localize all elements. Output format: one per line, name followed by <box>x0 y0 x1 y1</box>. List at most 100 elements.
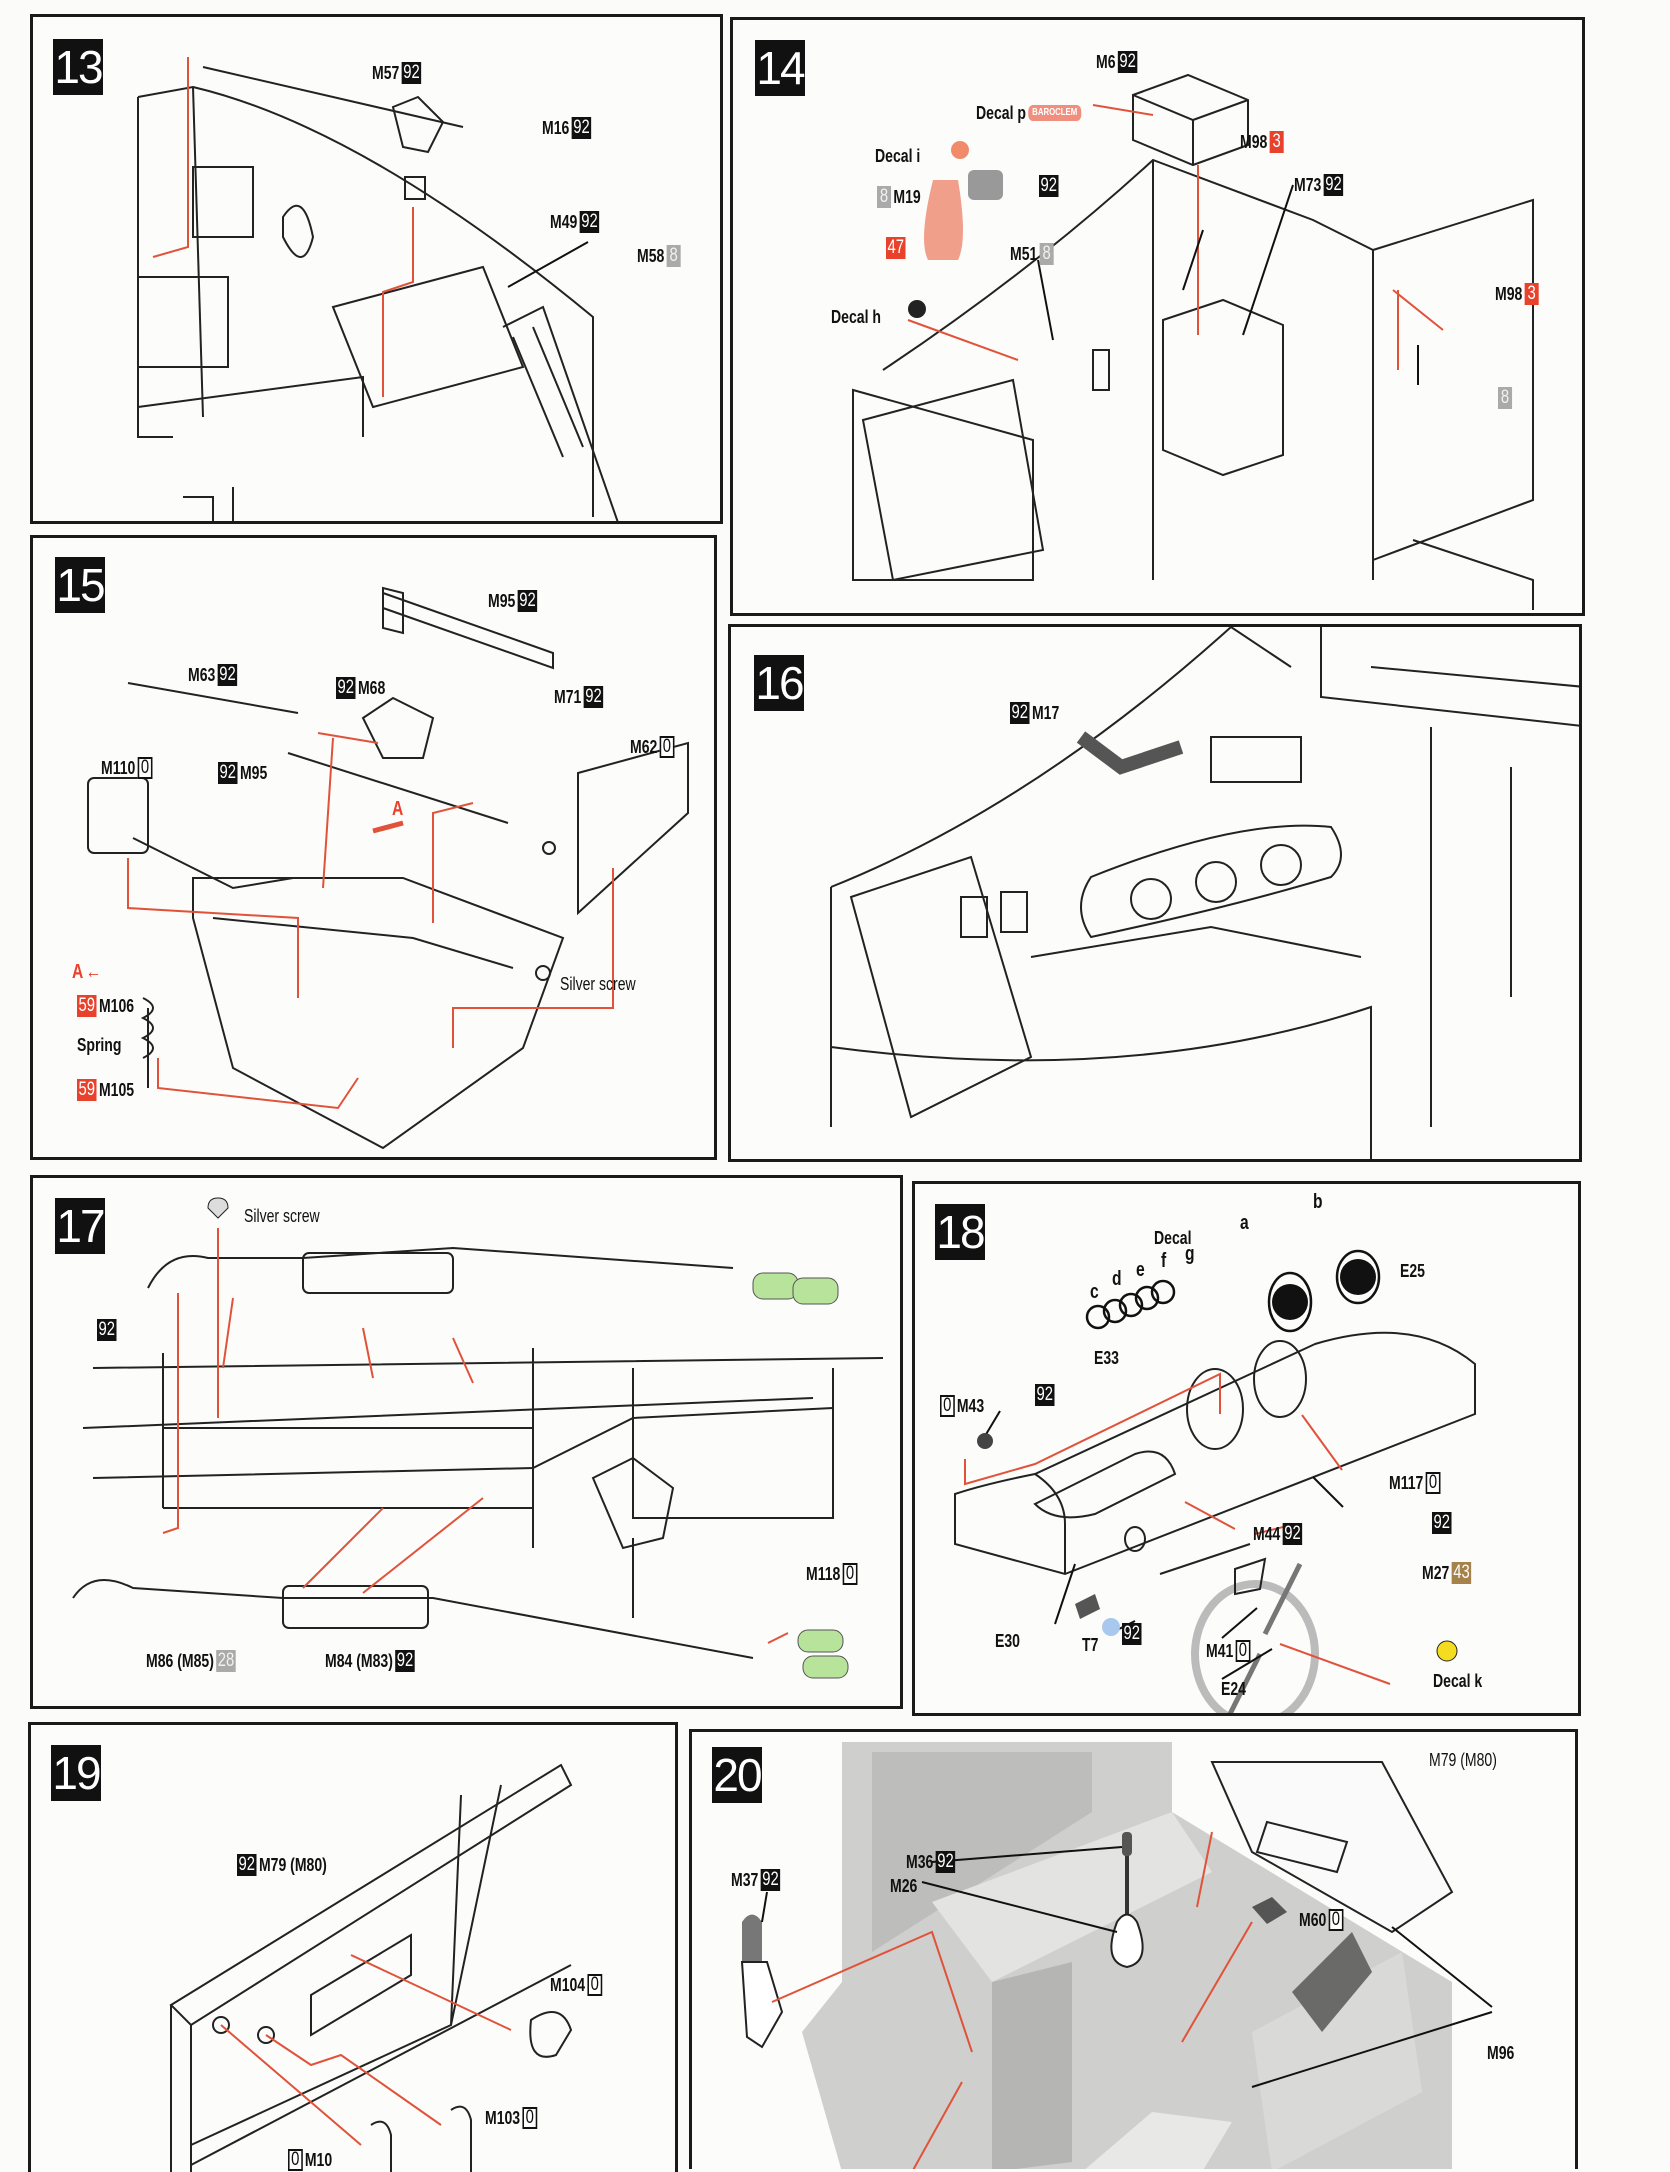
step-number: 16 <box>754 655 805 711</box>
paint-badge: 0 <box>842 1563 858 1585</box>
paint-badge: 92 <box>237 1854 257 1876</box>
step-18-illustration <box>954 1249 1476 1713</box>
paint-badge: 92 <box>935 1851 956 1873</box>
paint-badge: 92 <box>1117 51 1138 73</box>
paint-badge: 92 <box>571 117 592 139</box>
paint-badge: 0 <box>137 757 153 779</box>
part-label-e24: E24 <box>1221 1679 1246 1699</box>
decal-label-h: Decal h <box>831 307 881 327</box>
part-label-e33: E33 <box>1094 1348 1119 1368</box>
paint-badge: 8 <box>1039 243 1054 265</box>
paint-badge: 0 <box>659 736 675 758</box>
paint-badge: 92 <box>1282 1523 1303 1545</box>
paint-badge: 3 <box>1524 283 1539 305</box>
decal-label-i: Decal i <box>875 146 921 166</box>
paint-badge: 92 <box>1010 702 1030 724</box>
paint-label-92: 92 <box>97 1319 117 1341</box>
paint-badge: 92 <box>583 686 604 708</box>
paint-badge: 0 <box>587 1974 602 1996</box>
part-label-t7: T7 <box>1082 1635 1099 1655</box>
step-16-illustration <box>830 627 1579 1159</box>
step-19-illustration <box>169 1763 573 2172</box>
paint-label-47: 47 <box>886 237 906 259</box>
paint-badge: 47 <box>886 237 906 259</box>
paint-badge: 8 <box>877 186 892 208</box>
step-number: 20 <box>712 1747 763 1803</box>
part-label-e30: E30 <box>995 1631 1020 1651</box>
step-14-illustration <box>852 73 1534 610</box>
part-label-m26: M26 <box>890 1876 918 1896</box>
arrow-marker-a: A <box>392 798 404 820</box>
paint-badge: 8 <box>666 245 681 267</box>
decal-label: Decal <box>1154 1228 1192 1248</box>
paint-label-92-m43: 92 <box>1035 1384 1055 1406</box>
step-17-illustration <box>72 1197 884 1679</box>
paint-badge: 92 <box>1039 175 1059 197</box>
paint-badge: 92 <box>579 211 600 233</box>
paint-badge: 59 <box>77 995 97 1017</box>
paint-badge: 0 <box>1235 1640 1251 1662</box>
paint-label-8: 8 <box>1498 387 1513 409</box>
paint-badge: 43 <box>1451 1562 1472 1584</box>
paint-badge: 92 <box>760 1869 781 1891</box>
part-label-m79: M79 (M80) <box>1429 1750 1497 1770</box>
paint-badge: 3 <box>1269 131 1284 153</box>
step-number: 14 <box>755 40 806 96</box>
paint-badge: 92 <box>1035 1384 1055 1406</box>
part-label-silver-screw: Silver screw <box>560 974 636 994</box>
paint-badge: 0 <box>288 2149 303 2171</box>
part-label-m86: M86 (M85)28 <box>146 1650 236 1672</box>
step-15-illustration <box>87 586 689 1150</box>
step-number: 13 <box>53 39 104 95</box>
part-label-spring: Spring <box>77 1035 122 1055</box>
paint-badge: 92 <box>401 62 422 84</box>
decal-label-c: c <box>1090 1281 1099 1303</box>
paint-label-92-t7: 92 <box>1122 1623 1142 1645</box>
decal-label-f: f <box>1161 1250 1167 1272</box>
step-20-illustration <box>740 1742 1493 2169</box>
paint-badge: 59 <box>77 1079 97 1101</box>
decal-label-e: e <box>1136 1259 1145 1281</box>
paint-badge: 92 <box>217 664 238 686</box>
step-13-illustration <box>137 57 619 521</box>
paint-badge: 92 <box>1122 1623 1142 1645</box>
paint-badge: 0 <box>522 2107 537 2129</box>
step-number: 18 <box>935 1204 986 1260</box>
paint-badge: 0 <box>1328 1909 1344 1931</box>
paint-label-92: 92 <box>1039 175 1059 197</box>
decal-label-k: Decal k <box>1433 1671 1483 1691</box>
step-number: 19 <box>51 1745 102 1801</box>
